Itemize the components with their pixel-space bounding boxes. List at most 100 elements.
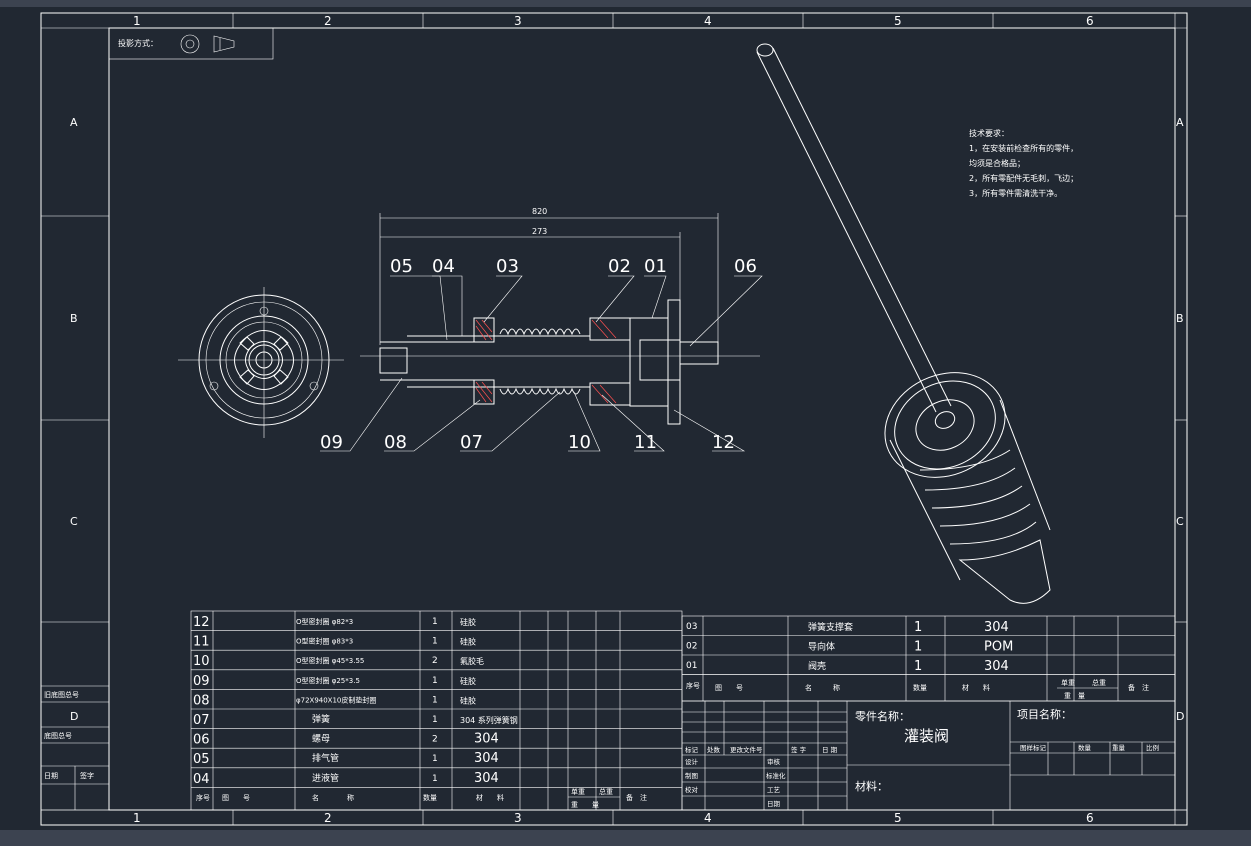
bom-left-material: 硅胶 xyxy=(460,637,476,647)
tech-requirements: 技术要求： 1，在安装前检查所有的零件， 均须是合格品； 2，所有零配件无毛刺，… xyxy=(969,128,1078,198)
bom-right-h-code: 图 号 xyxy=(715,684,743,692)
tech-line-2: 均须是合格品； xyxy=(969,158,1025,168)
rev-h-file: 更改文件号 xyxy=(730,745,763,754)
bom-left-name: 排气管 xyxy=(312,752,339,764)
project-label: 项目名称： xyxy=(1017,707,1072,721)
balloon-top-02: 02 xyxy=(608,256,631,277)
bom-right-qty: 1 xyxy=(914,640,922,655)
stage-scale: 比例 xyxy=(1146,743,1159,752)
side-label-sign: 签字 xyxy=(80,771,94,780)
balloon-top-05: 05 xyxy=(390,256,413,277)
bom-right-table xyxy=(681,615,1176,702)
bom-right-h-weight: 重 量 xyxy=(1064,692,1085,700)
bom-left-qty: 1 xyxy=(432,676,438,686)
tech-line-4: 3，所有零件需清洗干净。 xyxy=(969,188,1062,198)
bom-right-row: 03 弹簧支撑套 1 304 xyxy=(686,620,1009,635)
balloon-top-06: 06 xyxy=(734,256,757,277)
role-standard: 标准化 xyxy=(766,771,786,780)
role-draw: 制图 xyxy=(685,771,698,780)
bom-left-no: 12 xyxy=(193,615,210,630)
material-label: 材料： xyxy=(855,779,888,793)
side-label-old-total: 旧底图总号 xyxy=(44,690,79,699)
dim-inner: 273 xyxy=(532,227,547,236)
zone-col-bottom-6: 6 xyxy=(1086,811,1094,825)
projection-label: 投影方式： xyxy=(118,38,158,48)
bom-left-no: 10 xyxy=(193,654,210,669)
side-label-date: 日期 xyxy=(44,772,58,780)
bom-right-no: 03 xyxy=(686,622,697,632)
zone-col-top-6: 6 xyxy=(1086,14,1094,28)
bom-right-name: 阀壳 xyxy=(808,660,826,672)
bom-left-material: 304 xyxy=(474,751,499,766)
bom-left-h-material: 材 料 xyxy=(476,793,504,802)
isometric-view xyxy=(756,43,1051,604)
bom-right-qty: 1 xyxy=(914,659,922,674)
bom-left-name: O型密封圈 φ83*3 xyxy=(296,637,353,646)
zone-row-left-A: A xyxy=(70,116,78,129)
rev-h-mark: 标记 xyxy=(685,745,699,754)
zone-row-left-D: D xyxy=(70,710,78,723)
bom-left-h-qty: 数量 xyxy=(423,793,437,802)
bom-left-h-remark: 备 注 xyxy=(626,793,647,802)
bom-right-name: 弹簧支撑套 xyxy=(808,621,853,633)
zone-row-left-B: B xyxy=(70,312,78,325)
balloon-bottom-12: 12 xyxy=(712,432,735,453)
projection-box: 投影方式： xyxy=(108,27,274,60)
bom-right-h-name: 名 称 xyxy=(805,683,840,692)
bom-left-qty: 1 xyxy=(432,695,438,705)
zone-col-bottom-2: 2 xyxy=(324,811,332,825)
balloon-bottom-10: 10 xyxy=(568,432,591,453)
bom-left-qty: 2 xyxy=(432,735,438,745)
bom-left-h-no: 序号 xyxy=(196,793,210,802)
bom-right-qty: 1 xyxy=(914,620,922,635)
projection-circle-icon xyxy=(180,34,200,54)
tech-line-1: 1，在安装前检查所有的零件， xyxy=(969,143,1078,153)
role-design: 设计 xyxy=(685,757,699,766)
bom-left-name: 螺母 xyxy=(312,734,330,745)
zone-col-top-5: 5 xyxy=(894,14,902,28)
role-audit: 审核 xyxy=(767,757,781,766)
zone-col-top-2: 2 xyxy=(324,14,332,28)
zone-col-top-1: 1 xyxy=(133,14,141,28)
bom-left-no: 11 xyxy=(193,635,210,650)
stage-weight: 重量 xyxy=(1112,744,1126,752)
bom-left-name: O型密封圈 φ25*3.5 xyxy=(296,676,360,685)
zone-col-bottom-3: 3 xyxy=(514,811,522,825)
zone-col-bottom-1: 1 xyxy=(133,811,141,825)
bom-left-material: 硅胶 xyxy=(460,695,476,705)
balloon-bottom-07: 07 xyxy=(460,432,483,453)
zone-row-right-C: C xyxy=(1176,515,1184,528)
rev-h-count: 处数 xyxy=(707,745,721,754)
bom-left-material: 304 xyxy=(474,771,499,786)
balloon-leaders xyxy=(320,275,763,452)
balloon-bottom-08: 08 xyxy=(384,432,407,453)
bom-right-h-remark: 备 注 xyxy=(1128,683,1149,692)
bom-right-no: 02 xyxy=(686,642,697,652)
rev-h-date: 日 期 xyxy=(822,746,838,754)
balloon-top-04: 04 xyxy=(432,256,455,277)
bom-left-name: φ72X940X10皮制垫封圈 xyxy=(296,695,376,704)
role-check: 校对 xyxy=(685,785,699,794)
role-process: 工艺 xyxy=(767,786,781,794)
bom-left-qty: 2 xyxy=(432,656,438,666)
bom-left-h-total: 总重 xyxy=(599,787,613,796)
zone-row-right-D: D xyxy=(1176,710,1184,723)
bom-right-material: 304 xyxy=(984,659,1009,674)
bom-right-material: 304 xyxy=(984,620,1009,635)
section-view xyxy=(360,299,760,425)
zone-col-top-3: 3 xyxy=(514,14,522,28)
